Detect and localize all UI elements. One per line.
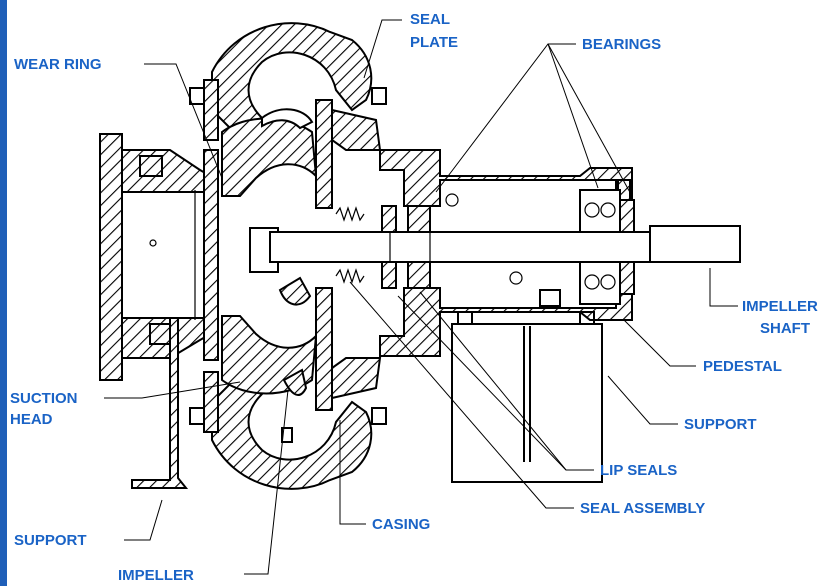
left-support-bracket bbox=[131, 317, 189, 489]
label-seal-assembly: SEAL ASSEMBLY bbox=[580, 500, 705, 517]
label-suction-head-line1: SUCTION bbox=[10, 390, 78, 407]
label-lip-seals: LIP SEALS bbox=[600, 462, 677, 479]
right-support bbox=[451, 323, 603, 483]
bearings bbox=[407, 189, 635, 305]
label-suction-head-line2: HEAD bbox=[10, 411, 53, 428]
impeller bbox=[221, 108, 318, 396]
seal-plate bbox=[315, 99, 382, 411]
label-impeller-shaft-line2: SHAFT bbox=[760, 320, 810, 337]
label-wear-ring: WEAR RING bbox=[14, 56, 102, 73]
label-impeller-shaft-line1: IMPELLER bbox=[742, 298, 818, 315]
label-bearings: BEARINGS bbox=[582, 36, 661, 53]
left-accent-bar bbox=[0, 0, 7, 586]
label-casing: CASING bbox=[372, 516, 430, 533]
label-seal-plate-line2: PLATE bbox=[410, 34, 458, 51]
label-support-right: SUPPORT bbox=[684, 416, 757, 433]
seal-assembly bbox=[335, 205, 397, 289]
label-impeller: IMPELLER bbox=[118, 567, 194, 584]
impeller-shaft bbox=[269, 225, 741, 263]
label-support-left: SUPPORT bbox=[14, 532, 87, 549]
suction-head-flange bbox=[99, 133, 219, 381]
label-pedestal: PEDESTAL bbox=[703, 358, 782, 375]
label-seal-plate-line1: SEAL bbox=[410, 11, 450, 28]
leader-lines bbox=[104, 19, 738, 575]
